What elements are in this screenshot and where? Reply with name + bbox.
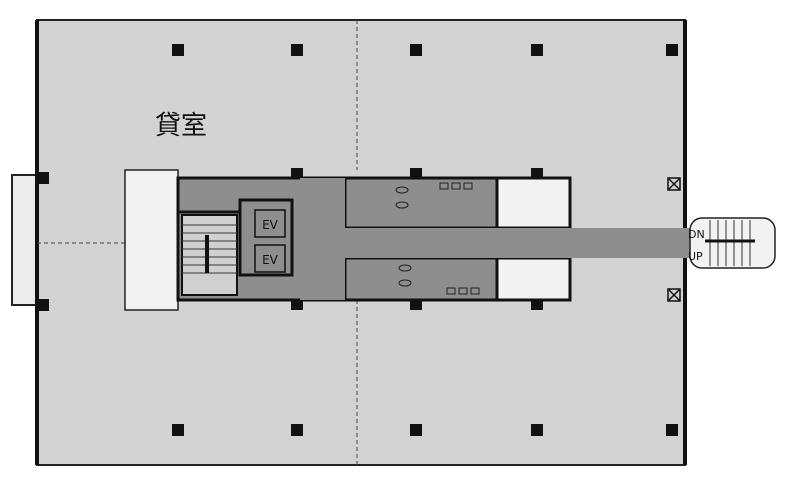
core-lobby-left <box>124 169 179 311</box>
elevator-2-label: EV <box>262 253 279 267</box>
toilet-lower <box>343 256 499 302</box>
toilet-upper <box>343 176 499 230</box>
service-room-upper <box>495 176 572 230</box>
stair-down-label: DN <box>688 228 705 241</box>
service-room-lower <box>495 256 572 302</box>
elevator-1 <box>254 209 286 238</box>
toilet-fixtures <box>395 182 480 295</box>
room-label: 貸室 <box>155 111 207 141</box>
shaft-icons <box>667 177 681 302</box>
elevator-1-label: EV <box>262 218 279 232</box>
stair-up-label: UP <box>688 250 703 263</box>
corridor <box>300 228 690 258</box>
elevator-2 <box>254 244 286 273</box>
stair-core <box>178 210 240 296</box>
left-entrance <box>11 174 38 306</box>
right-stair <box>689 217 776 269</box>
division-lines <box>37 20 358 465</box>
columns <box>37 44 678 436</box>
